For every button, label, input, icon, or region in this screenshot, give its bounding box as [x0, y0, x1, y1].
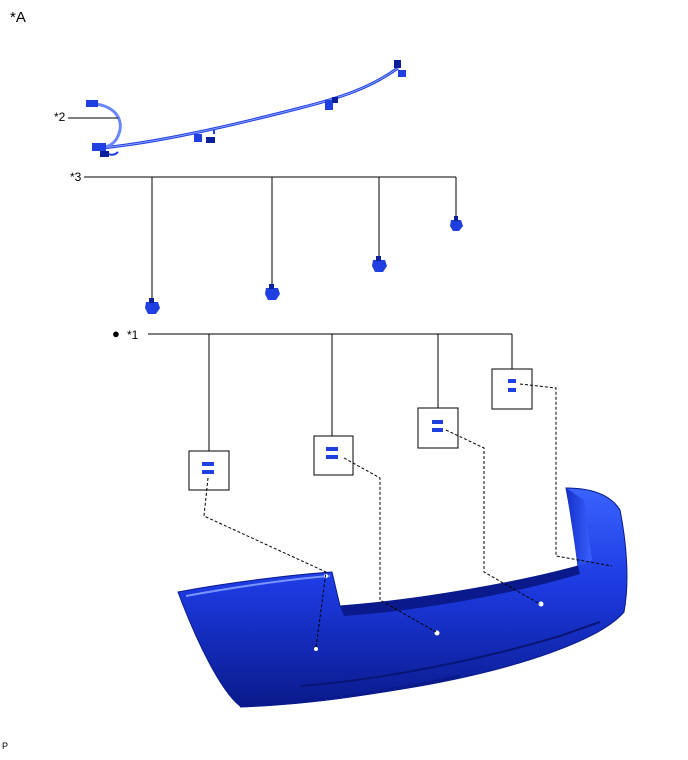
sensor [450, 216, 463, 231]
retainer-box [313, 435, 354, 476]
retainer-box [188, 450, 230, 491]
sensor [372, 256, 387, 272]
retainer-dashed-leaders [203, 383, 613, 649]
sensor-callout-lines [84, 176, 457, 302]
retainer-callout-lines [148, 333, 513, 451]
bullet-icon: ● [112, 326, 120, 341]
retainer-box [491, 368, 533, 410]
view-label: *A [10, 9, 26, 26]
wire-harness-callout: *2 [54, 110, 66, 124]
wire-harness [86, 60, 406, 157]
sensor-callout: *3 [70, 170, 82, 184]
figure-code: P [2, 741, 9, 751]
sensor [145, 298, 160, 314]
sensor [265, 284, 280, 300]
rear-bumper-cover [177, 487, 628, 708]
retainer-box [417, 407, 459, 449]
bumper-cover-callout: *1 [127, 328, 139, 342]
